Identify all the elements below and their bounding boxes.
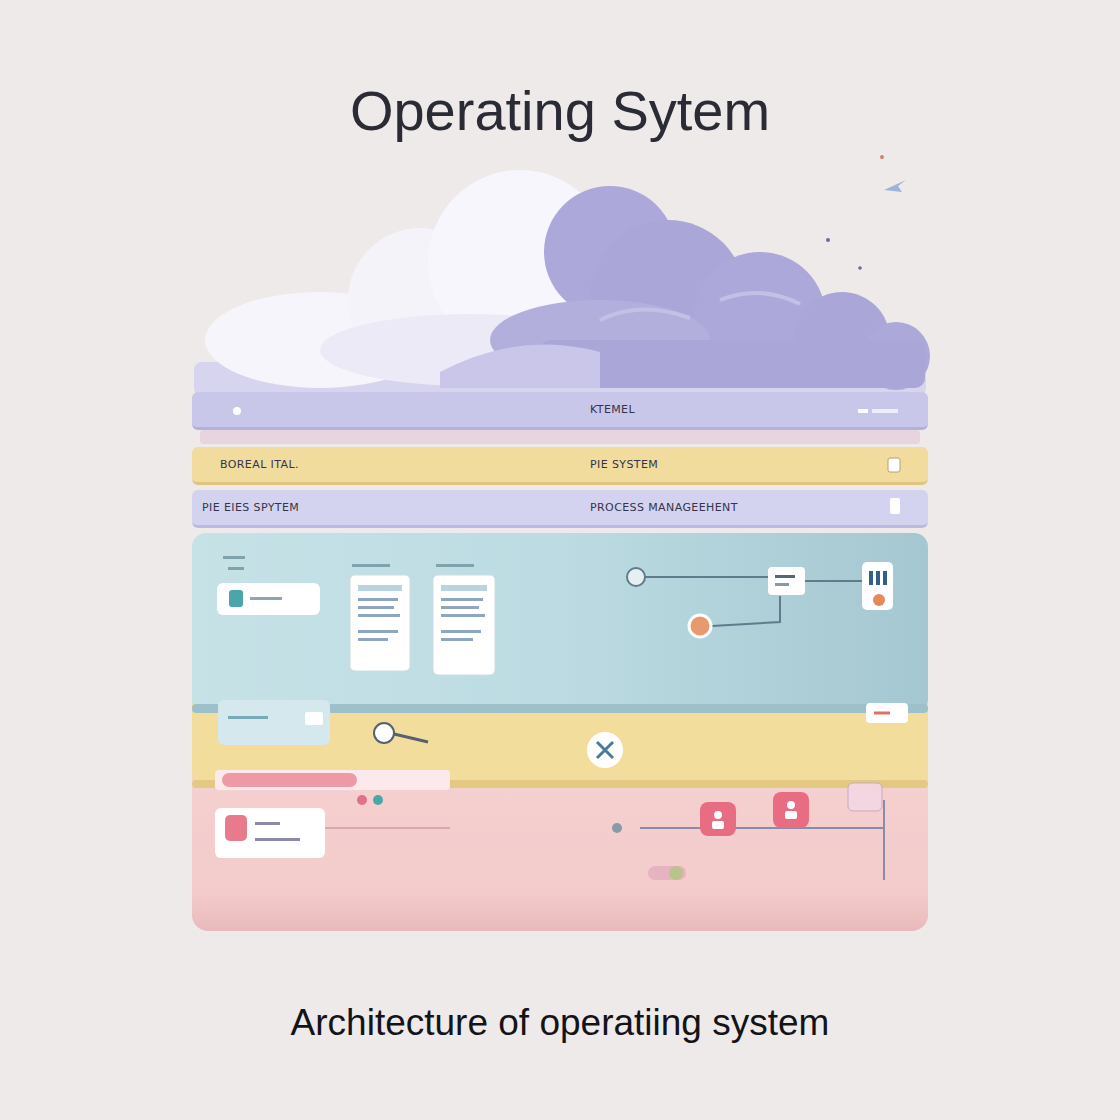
- sparkle: [880, 155, 884, 159]
- layer-strip: [200, 430, 920, 444]
- layer-label: PIE EIES SPYTEM: [202, 501, 299, 514]
- yellow-widgets: [218, 700, 908, 768]
- layer-band: BOREAL ITAL. PIE SYSTEM: [192, 447, 928, 485]
- sparkle: [858, 266, 862, 270]
- paper-plane: [884, 180, 906, 192]
- diagram-title: Operating Sytem: [0, 78, 1120, 143]
- layer-label: PROCESS MANAGEEHENT: [590, 501, 738, 514]
- sparkle: [826, 238, 830, 242]
- band-icons: [192, 490, 928, 528]
- layer-band: KTEMEL: [192, 392, 928, 430]
- layer-label: KTEMEL: [590, 403, 635, 416]
- ui-cards: [217, 556, 495, 675]
- cloud: [440, 186, 930, 390]
- layer-band: PIE EIES SPYTEM PROCESS MANAGEEHENT: [192, 490, 928, 528]
- band-icons: [192, 392, 928, 430]
- teal-slab: [192, 533, 928, 713]
- pink-widgets: [215, 770, 884, 880]
- layer-label: BOREAL ITAL.: [220, 458, 299, 471]
- band-icons: [192, 447, 928, 485]
- flow-widgets: [627, 562, 893, 637]
- layer-label: PIE SYSTEM: [590, 458, 658, 471]
- diagram-caption: Architecture of operatiing system: [0, 1002, 1120, 1044]
